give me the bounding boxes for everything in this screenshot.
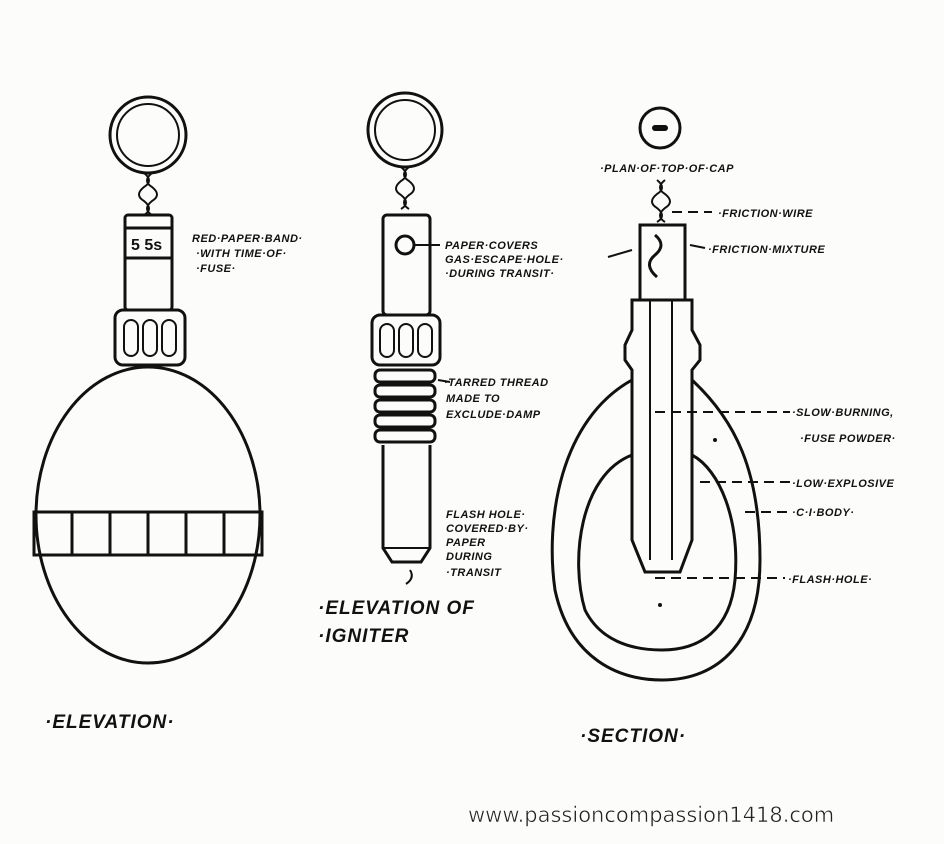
- friction-cap: [638, 223, 687, 302]
- section-title: ·SECTION·: [580, 726, 686, 747]
- fuse-time-band-text: 5 5s: [131, 237, 162, 254]
- friction-mixture-label: ·FRICTION·MIXTURE: [708, 244, 825, 256]
- collar: [113, 308, 187, 367]
- egg-body: [34, 365, 262, 665]
- friction-wire-label: ·FRICTION·WIRE: [718, 208, 813, 220]
- low-explosive-label: ·LOW·EXPLOSIVE: [792, 478, 895, 490]
- twisted-wire: [138, 172, 158, 216]
- slow-burning-fuse-powder-label: ·SLOW·BURNING,·FUSE POWDER·: [792, 407, 896, 445]
- igniter-drawing: [366, 91, 451, 585]
- elevation-title: ·ELEVATION·: [45, 712, 175, 733]
- ci-body-label: ·C·I·BODY·: [792, 507, 854, 519]
- plan-of-top-of-cap-label: ·PLAN·OF·TOP·OF·CAP: [600, 163, 734, 175]
- section-drawing: [550, 106, 790, 682]
- tarred-thread: [373, 368, 437, 444]
- pull-ring: [108, 95, 188, 175]
- red-paper-band-label: RED·PAPER·BAND··WITH TIME·OF··FUSE·: [192, 233, 303, 275]
- watermark: www.passioncompassion1418.com: [468, 803, 834, 827]
- gas-escape-hole: [394, 234, 416, 256]
- igniter-title: ·ELEVATION OF·IGNITER: [318, 598, 475, 647]
- elevation-drawing: 5 5s: [32, 95, 264, 665]
- cap-plan: [638, 106, 682, 150]
- flash-hole-label: ·FLASH·HOLE·: [788, 574, 872, 586]
